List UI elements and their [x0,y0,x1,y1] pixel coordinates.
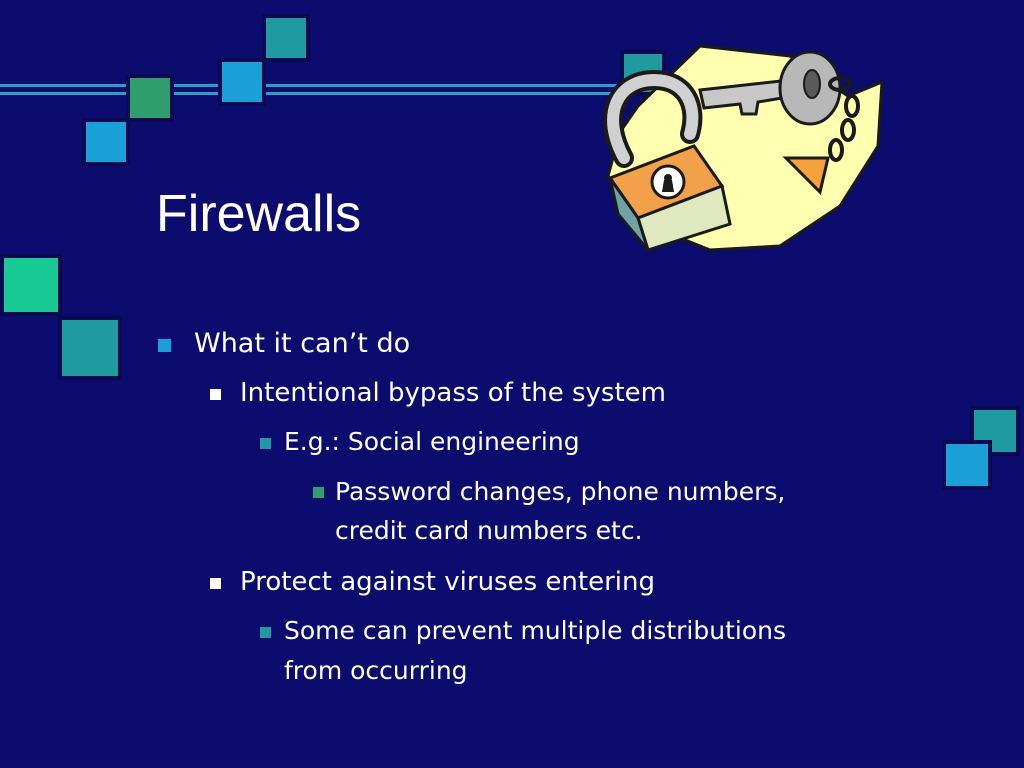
decor-square [942,440,992,490]
bullet-marker [158,339,171,352]
decor-square [126,74,174,122]
bullet-item: Password changes, phone numbers, credit … [313,472,786,550]
decor-square [262,14,310,62]
bullet-text: What it can’t do [194,328,411,359]
bullet-text-line: from occurring [284,656,468,685]
slide-title: Firewalls [156,185,362,243]
bullet-item: E.g.: Social engineering [260,422,580,462]
bullet-text: Intentional bypass of the system [240,378,666,408]
decor-square [0,254,62,316]
decor-line-top [0,84,620,87]
bullet-text: Protect against viruses entering [240,567,655,597]
bullet-item: Intentional bypass of the system [210,373,666,413]
bullet-marker [210,389,221,400]
bullet-item: Protect against viruses entering [210,562,655,602]
bullet-text: E.g.: Social engineering [284,427,580,456]
decor-square [82,118,130,166]
bullet-marker [210,578,221,589]
decor-square [58,316,122,380]
bullet-item: Some can prevent multiple distributions … [260,611,786,691]
bullet-text-line: Password changes, phone numbers, [335,477,786,506]
decor-line-bottom [0,92,620,95]
bullet-marker [313,487,324,498]
bullet-item: What it can’t do [158,324,411,364]
bullet-marker [260,627,271,638]
padlock-and-key-icon [603,44,884,252]
decor-square [218,58,266,106]
bullet-text-line: Some can prevent multiple distributions [284,616,786,645]
decor-square [970,406,1020,456]
bullet-text-line: credit card numbers etc. [335,516,643,545]
bullet-marker [260,438,271,449]
